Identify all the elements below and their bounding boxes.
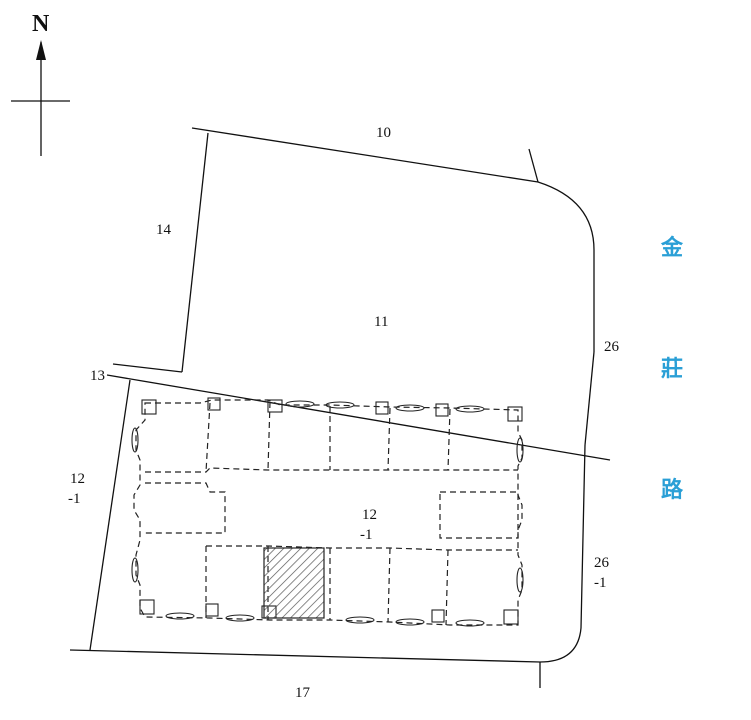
lot-label-12-1-center-line2: -1 [360,527,373,543]
road-name: 金 莊 路 [660,235,684,503]
lot-label-12-1-west-line1: 12 [70,471,85,487]
north-arrow-icon: N [11,11,70,156]
lot-11-boundary [191,127,595,352]
lot-label-10: 10 [376,125,391,141]
road-name-char-3: 路 [661,477,684,503]
lot-label-11: 11 [374,314,388,330]
lot-label-12-1-center-line1: 12 [362,507,377,523]
lot-label-26-1-line2: -1 [594,575,607,591]
lot-label-14: 14 [156,222,172,238]
north-letter: N [32,11,50,37]
lot-label-17: 17 [295,685,311,701]
highlighted-unit [263,547,325,619]
lot-12-1-west-boundary [89,379,131,651]
lot-label-26: 26 [604,339,620,355]
lot-labels: 10 14 11 26 13 12 -1 12 -1 26 -1 17 [68,125,620,701]
road-name-char-1: 金 [660,235,684,261]
building-footprint [131,397,524,627]
lot-label-12-1-west-line2: -1 [68,491,81,507]
lot-13-boundary [106,374,611,461]
road-name-char-2: 莊 [661,357,683,382]
lot-label-13: 13 [90,368,105,384]
lot-label-26-1-line1: 26 [594,555,610,571]
parcel-boundaries [69,127,611,688]
